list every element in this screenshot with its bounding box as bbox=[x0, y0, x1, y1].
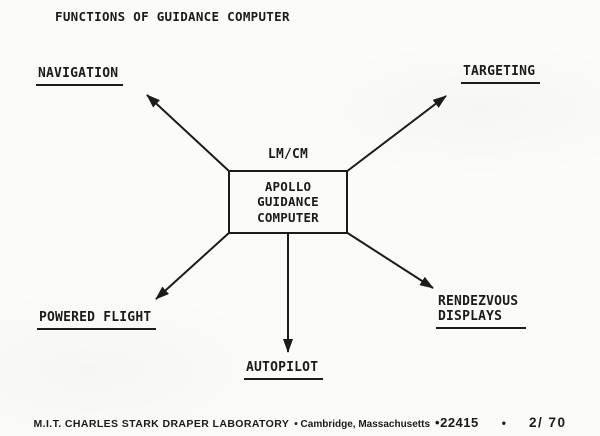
arrow-to-powered-flight bbox=[155, 231, 231, 300]
label-autopilot: AUTOPILOT bbox=[244, 360, 324, 380]
center-box-line3: COMPUTER bbox=[257, 209, 319, 225]
footer-date: 2/ 70 bbox=[528, 415, 567, 430]
arrow-to-navigation bbox=[146, 94, 231, 173]
arrow-to-rendezvous-displays bbox=[345, 231, 434, 289]
apollo-guidance-computer-box: APOLLO GUIDANCE COMPUTER bbox=[228, 170, 348, 234]
label-targeting: TARGETING bbox=[461, 64, 541, 84]
label-rendezvous-line2: DISPLAYS bbox=[438, 309, 503, 324]
center-box-line2: GUIDANCE bbox=[257, 194, 319, 210]
footer: M.I.T. CHARLES STARK DRAPER LABORATORY •… bbox=[0, 415, 600, 430]
footer-organization: M.I.T. CHARLES STARK DRAPER LABORATORY bbox=[33, 418, 290, 430]
arrow-to-targeting bbox=[345, 95, 447, 173]
label-navigation: NAVIGATION bbox=[36, 66, 124, 86]
center-box-line1: APOLLO bbox=[264, 178, 312, 194]
center-box-tag: LM/CM bbox=[267, 147, 309, 162]
footer-location: • Cambridge, Massachusetts bbox=[294, 419, 431, 430]
footer-bullet: • bbox=[501, 416, 506, 430]
page-title: FUNCTIONS OF GUIDANCE COMPUTER bbox=[55, 9, 290, 24]
footer-zip: •22415 bbox=[435, 415, 479, 430]
label-rendezvous-displays: RENDEZVOUS DISPLAYS bbox=[436, 294, 527, 329]
label-powered-flight: POWERED FLIGHT bbox=[37, 310, 157, 330]
label-rendezvous-line1: RENDEZVOUS bbox=[438, 294, 519, 309]
